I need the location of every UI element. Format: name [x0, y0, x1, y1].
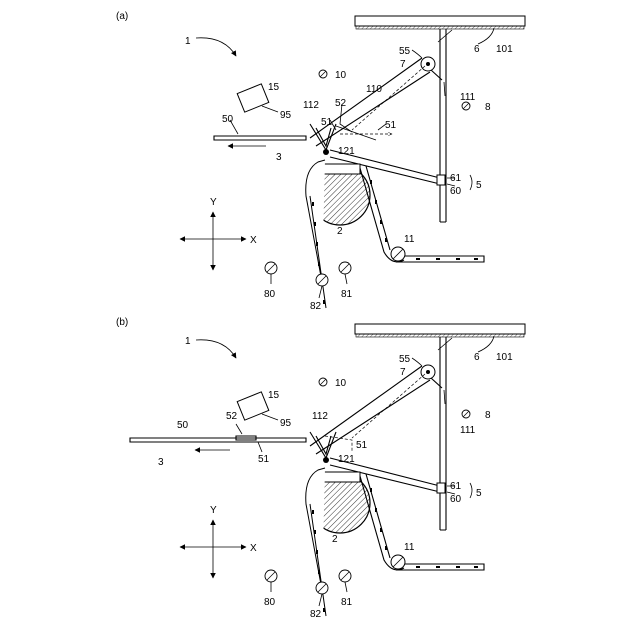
label-111-a: 111: [460, 92, 476, 103]
label-81-a: 81: [341, 289, 353, 300]
label-61-b: 61: [450, 481, 462, 492]
label-7-a: 7: [400, 59, 406, 70]
label-111-b: 111: [460, 425, 476, 436]
label-15-a: 15: [268, 82, 280, 93]
label-5-b: 5: [476, 488, 482, 499]
label-2-b: 2: [332, 534, 338, 545]
label-6-b: 6: [474, 352, 480, 363]
label-55-b: 55: [399, 354, 411, 365]
label-51-a1: 51: [321, 117, 333, 128]
label-110-a: 110: [366, 84, 382, 95]
label-112-a: 112: [303, 100, 319, 111]
label-11-a: 11: [404, 234, 415, 245]
panel-a: (a): [116, 11, 525, 308]
label-7-b: 7: [400, 367, 406, 378]
label-121-a: 121: [338, 146, 355, 157]
label-15-b: 15: [268, 390, 280, 401]
label-60-a: 60: [450, 186, 462, 197]
unit-15: [237, 84, 269, 112]
label-device-b: 1: [185, 336, 191, 347]
label-82-b: 82: [310, 609, 322, 620]
label-8-b: 8: [485, 410, 491, 421]
label-101-a: 101: [496, 44, 513, 55]
label-device-a: 1: [185, 36, 191, 47]
label-80-b: 80: [264, 597, 276, 608]
axis-x-a: X: [250, 235, 257, 246]
label-6-a: 6: [474, 44, 480, 55]
label-51-a2: 51: [385, 120, 397, 131]
label-51-b2: 51: [258, 454, 270, 465]
axis-y-a: Y: [210, 197, 217, 208]
axis-x-b: X: [250, 543, 257, 554]
label-2-a: 2: [337, 226, 343, 237]
label-52-a: 52: [335, 98, 347, 109]
unit-15-b: [237, 392, 269, 420]
label-10-b: 10: [335, 378, 347, 389]
label-11-b: 11: [404, 542, 415, 553]
label-95-b: 95: [280, 418, 292, 429]
label-8-a: 8: [485, 102, 491, 113]
label-3-a: 3: [276, 152, 282, 163]
label-82-a: 82: [310, 301, 322, 312]
label-52-b: 52: [226, 411, 238, 422]
panel-label-b: (b): [116, 317, 128, 328]
label-51-b1: 51: [356, 440, 368, 451]
label-112-b: 112: [312, 411, 328, 422]
axis-y-b: Y: [210, 505, 217, 516]
label-61-a: 61: [450, 173, 462, 184]
label-80-a: 80: [264, 289, 276, 300]
label-5-a: 5: [476, 180, 482, 191]
panel-label-a: (a): [116, 11, 128, 22]
label-55-a: 55: [399, 46, 411, 57]
label-10-a: 10: [335, 70, 347, 81]
panel-b: (b): [116, 317, 525, 616]
label-60-b: 60: [450, 494, 462, 505]
label-101-b: 101: [496, 352, 513, 363]
label-121-b: 121: [338, 454, 355, 465]
label-95-a: 95: [280, 110, 292, 121]
label-50-b: 50: [177, 420, 189, 431]
label-3-b: 3: [158, 457, 164, 468]
label-81-b: 81: [341, 597, 353, 608]
label-50-a: 50: [222, 114, 234, 125]
